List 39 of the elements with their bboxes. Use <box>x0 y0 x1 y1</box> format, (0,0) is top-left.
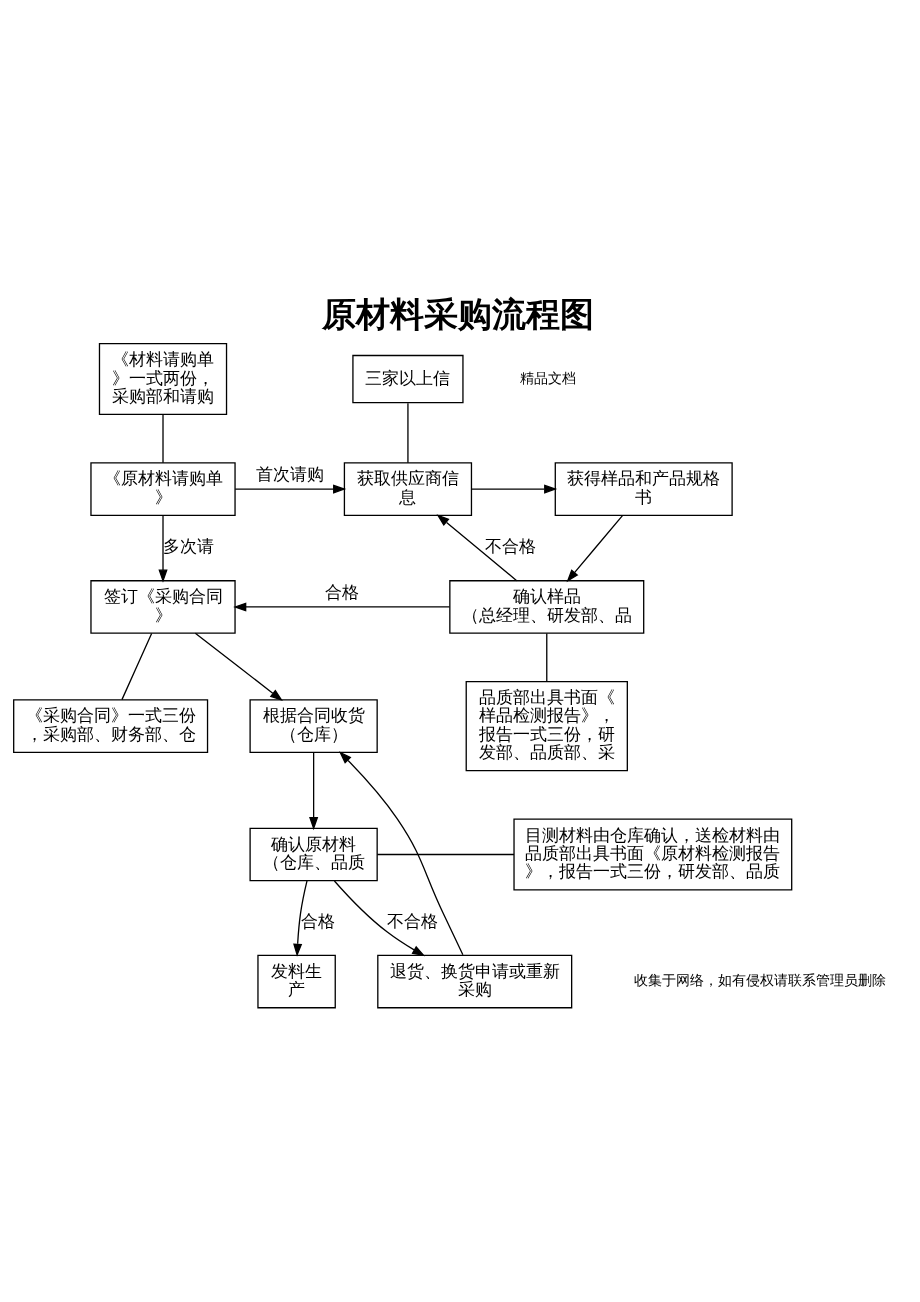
node-box: 《材料请购单》一式两份，采购部和请购 <box>98 342 228 415</box>
label: 收集于网络，如有侵权请联系管理员删除 <box>634 971 887 988</box>
node-box: 目测材料由仓库确认，送检材料由品质部出具书面《原材料检测报告》，报告一式三份，研发部、品质 <box>513 818 793 891</box>
node-box: 获得样品和产品规格书 <box>554 461 733 516</box>
node-box: 发料生产 <box>257 954 336 1008</box>
edge-label: 不合格 <box>387 910 439 931</box>
arrow <box>293 879 308 957</box>
arrow <box>436 513 518 581</box>
arrow <box>309 751 319 830</box>
node-box: 签订《采购合同》 <box>90 579 236 634</box>
node-box: 退货、换货申请或重新采购 <box>377 954 573 1008</box>
connector <box>546 632 548 682</box>
connector <box>376 853 515 855</box>
diagram-title: 原材料采购流程图 <box>321 293 594 334</box>
edge-label: 多次请 <box>163 535 215 556</box>
arrow <box>194 632 283 701</box>
edge-label: 不合格 <box>485 535 537 556</box>
edge-label: 合格 <box>325 581 360 602</box>
arrow <box>333 879 426 956</box>
arrow <box>158 514 168 583</box>
arrow <box>470 484 558 494</box>
node-box: 《原材料请购单》 <box>90 461 236 516</box>
node-box: 品质部出具书面《样品检测报告》，报告一式三份，研发部、品质部、采 <box>465 680 628 771</box>
node-box: 根据合同收货 （仓库） <box>249 698 378 753</box>
node-box: 确认原材料 （仓库、品质 <box>249 827 378 881</box>
arrow <box>234 484 347 494</box>
connector <box>407 402 409 463</box>
edge-label: 合格 <box>300 910 335 931</box>
node-box: 获取供应商信息 <box>343 461 473 516</box>
node-box: 三家以上信 <box>352 354 464 403</box>
arrow <box>338 750 464 955</box>
label: 精品文档 <box>520 369 577 386</box>
node-box: 确认样品 （总经理、研发部、品 <box>449 579 645 634</box>
arrow <box>233 601 451 612</box>
connector <box>121 632 153 700</box>
node-box: 《采购合同》一式三份，采购部、财务部、仓 <box>13 698 209 753</box>
arrow <box>566 514 624 582</box>
connector <box>162 413 164 463</box>
edge-label: 首次请购 <box>255 463 324 484</box>
